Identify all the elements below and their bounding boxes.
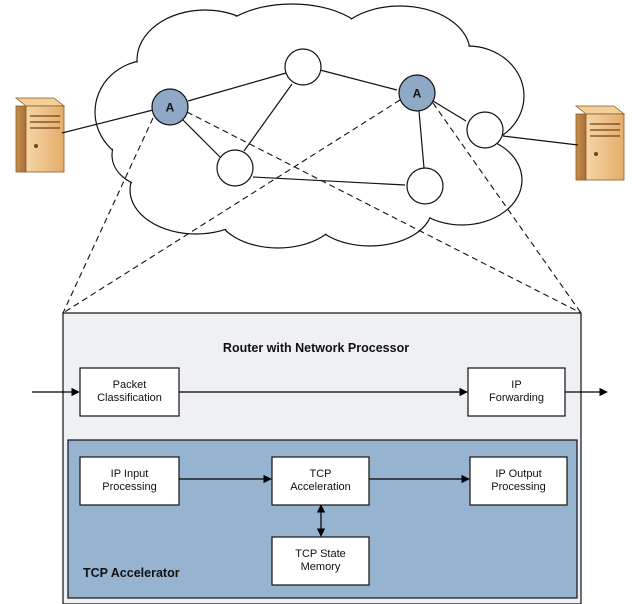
network-nodes bbox=[151, 48, 504, 205]
left-server-icon bbox=[14, 97, 66, 173]
accelerator-node-left-label: A bbox=[166, 101, 175, 115]
tcp-acceleration-box bbox=[271, 456, 370, 506]
tcp-state-memory-box bbox=[271, 536, 370, 586]
network-cloud bbox=[94, 3, 525, 249]
ip-forwarding-box bbox=[467, 367, 566, 417]
network-links bbox=[61, 69, 579, 186]
router-node bbox=[406, 167, 444, 205]
router-node bbox=[466, 111, 504, 149]
ip-input-processing-box bbox=[79, 456, 180, 506]
right-server-icon bbox=[574, 105, 626, 181]
packet-classification-box bbox=[79, 367, 180, 417]
accelerator-node-right-label: A bbox=[413, 87, 422, 101]
router-title: Router with Network Processor bbox=[223, 341, 409, 355]
tcp-accelerator-title: TCP Accelerator bbox=[83, 566, 180, 580]
ip-output-processing-box bbox=[469, 456, 568, 506]
accelerator-node-left bbox=[151, 88, 189, 126]
accelerator-node-right bbox=[398, 74, 436, 112]
zoom-lines bbox=[62, 99, 582, 314]
router-node bbox=[284, 48, 322, 86]
router-node bbox=[216, 149, 254, 187]
